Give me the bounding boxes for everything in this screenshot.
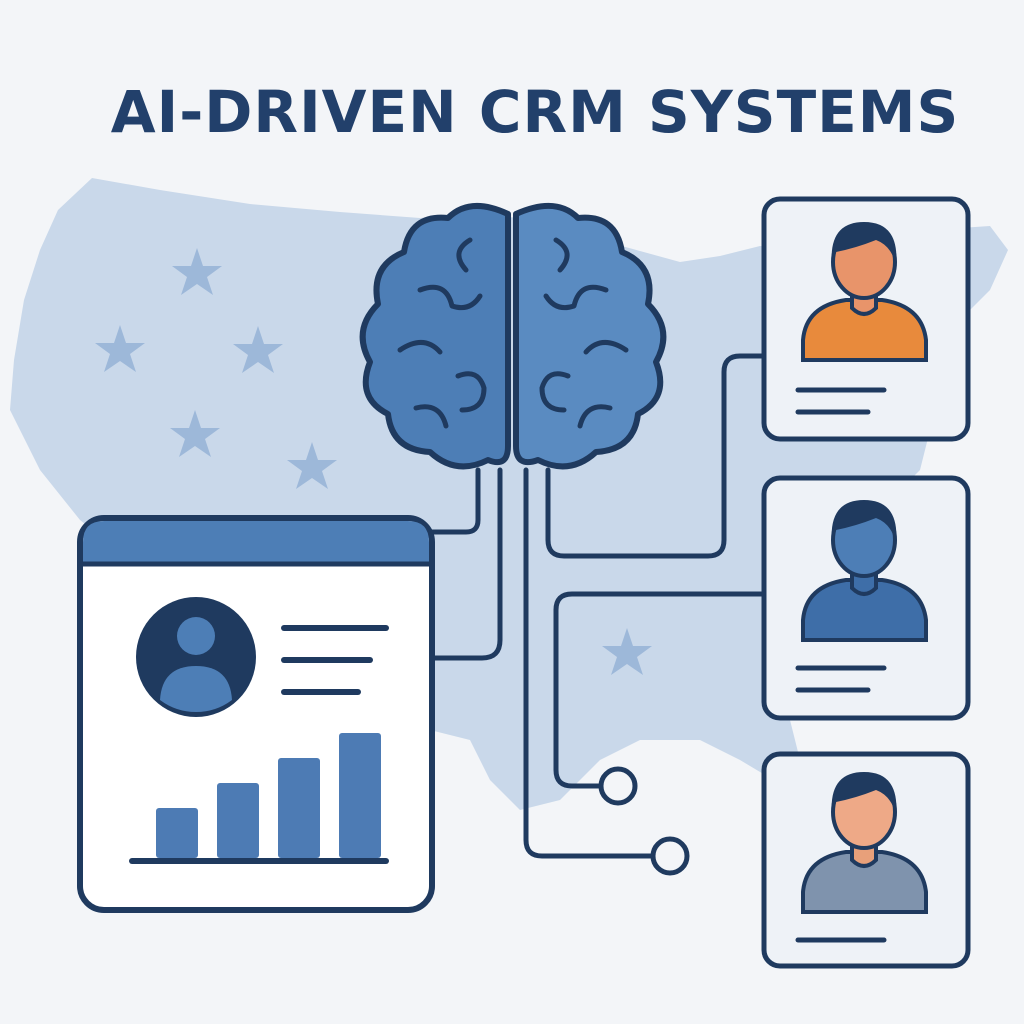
chart-bar — [156, 808, 198, 858]
map-star — [95, 325, 145, 372]
brain-fold — [455, 371, 487, 413]
connector-brain-to-profile-1 — [545, 353, 767, 559]
map-star — [233, 326, 283, 373]
avatar-head — [177, 617, 215, 655]
connector-to-node-1 — [553, 607, 603, 789]
chart-bar — [339, 733, 381, 858]
brain-left-hemisphere — [359, 202, 511, 470]
brain-fold — [413, 404, 449, 429]
connector-to-profile-2 — [553, 591, 767, 613]
brain-fold — [539, 371, 571, 413]
person-icon — [801, 500, 928, 642]
brain-fold — [583, 340, 629, 355]
person-shirt — [801, 850, 928, 914]
connector-node — [598, 766, 638, 806]
customer-profile-card-icon — [761, 196, 971, 969]
connector-brain-to-dashboard-2 — [429, 467, 503, 661]
map-star — [602, 628, 652, 675]
brain-icon — [359, 202, 667, 470]
brain-fold — [417, 284, 483, 311]
brain-right-hemisphere — [513, 202, 667, 470]
avatar-body — [160, 666, 232, 712]
brain-fold — [397, 340, 443, 355]
person-icon — [801, 222, 928, 362]
bar-chart-bars — [156, 733, 381, 858]
person-hair — [831, 500, 897, 544]
brain-fold — [543, 284, 609, 311]
person-hair — [831, 222, 897, 266]
connector-lines — [427, 353, 767, 859]
chart-bar — [278, 758, 320, 858]
person-icon — [801, 772, 928, 914]
user-avatar-icon — [136, 597, 256, 717]
brain-fold — [577, 404, 613, 429]
person-hair — [831, 772, 897, 816]
crm-dashboard-icon — [77, 515, 435, 913]
brain-fold — [456, 237, 473, 273]
brain-fold — [553, 237, 570, 273]
person-shirt — [801, 298, 928, 362]
page-title: AI-DRIVEN CRM SYSTEMS — [110, 78, 960, 146]
map-star — [172, 248, 222, 295]
dashboard-title-bar — [83, 521, 429, 562]
chart-bar — [217, 783, 259, 858]
connector-node — [650, 836, 690, 876]
dashboard-text-lines — [281, 625, 389, 695]
person-shirt — [801, 578, 928, 642]
bar-chart-icon — [129, 733, 389, 864]
map-star — [170, 410, 220, 457]
map-star — [287, 442, 337, 489]
connector-to-node-2 — [523, 467, 657, 859]
connector-brain-to-dashboard-1 — [427, 467, 481, 535]
